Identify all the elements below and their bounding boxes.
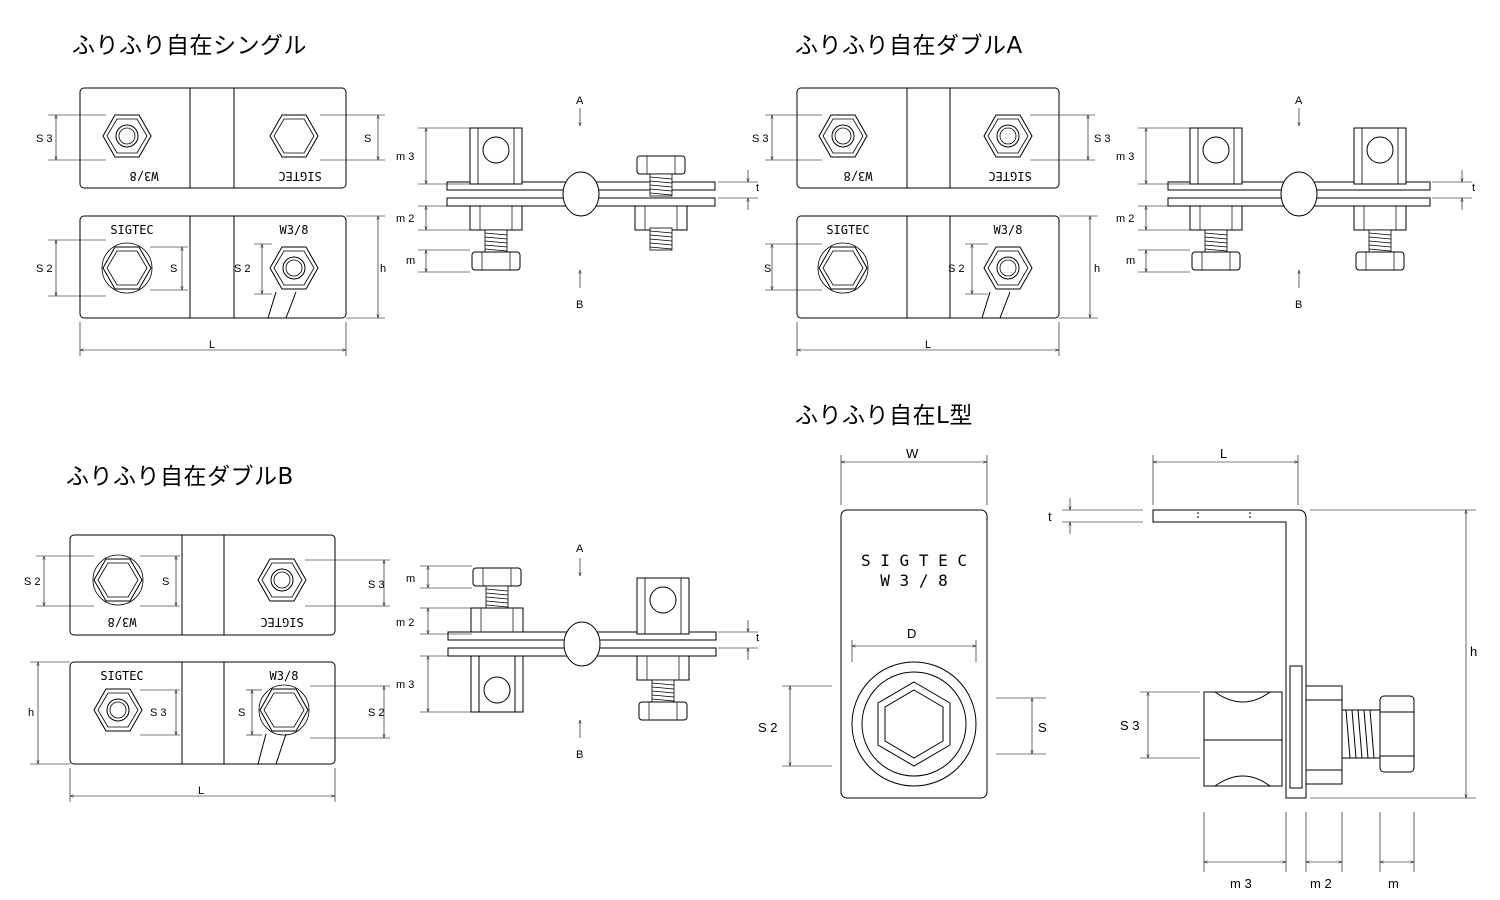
dim-a: A bbox=[1295, 95, 1303, 107]
title-l-type: ふりふり自在L型 bbox=[795, 403, 973, 429]
l-type-front-view bbox=[840, 509, 988, 799]
dim-s2: S 2 bbox=[234, 263, 251, 275]
dim-s3: S 3 bbox=[150, 707, 167, 719]
dim-m2: m 2 bbox=[1310, 876, 1332, 891]
dim-s: S bbox=[238, 707, 245, 719]
dim-h: h bbox=[28, 707, 34, 719]
dim-l: L bbox=[198, 785, 204, 797]
dim-w: W bbox=[906, 446, 919, 461]
dim-s2: S 2 bbox=[758, 720, 778, 735]
dim-m3: m 3 bbox=[1116, 151, 1134, 163]
dim-l: L bbox=[209, 339, 215, 351]
double-b-top-sigtec: SIGTEC bbox=[260, 615, 303, 629]
l-type-side-view bbox=[1152, 509, 1415, 799]
single-bottom-plate bbox=[79, 215, 347, 319]
double-b-bottom-plate bbox=[69, 661, 336, 765]
single-top-w38: W3/8 bbox=[130, 169, 159, 183]
dim-s: S bbox=[1038, 720, 1047, 735]
dim-s3: S 3 bbox=[752, 133, 769, 145]
dim-h: h bbox=[380, 263, 386, 275]
dim-a: A bbox=[576, 543, 584, 555]
dim-m: m bbox=[406, 255, 415, 267]
double-a-top-w38: W3/8 bbox=[844, 169, 873, 183]
double-a-top-plate bbox=[796, 87, 1060, 189]
dim-a: A bbox=[576, 95, 584, 107]
dim-s: S bbox=[364, 133, 371, 145]
l-type-sigtec: S I G T E C bbox=[861, 551, 967, 570]
dim-h: h bbox=[1470, 644, 1477, 659]
dim-t: t bbox=[1472, 182, 1475, 194]
dim-t: t bbox=[756, 632, 759, 644]
double-a-side-view bbox=[1167, 127, 1431, 271]
dim-s3: S 3 bbox=[1120, 718, 1140, 733]
dim-s3: S 3 bbox=[1094, 133, 1111, 145]
title-double-a: ふりふり自在ダブルA bbox=[795, 33, 1023, 59]
dim-s2: S 2 bbox=[24, 576, 41, 588]
dim-m2: m 2 bbox=[396, 617, 414, 629]
double-b-top-plate bbox=[69, 534, 336, 636]
dim-m: m bbox=[406, 573, 415, 585]
dim-s3: S 3 bbox=[36, 133, 53, 145]
dim-l: L bbox=[925, 339, 931, 351]
dim-m: m bbox=[1388, 876, 1399, 891]
single-top-sigtec: SIGTEC bbox=[278, 169, 321, 183]
dim-m2: m 2 bbox=[1116, 213, 1134, 225]
double-a-bottom-plate bbox=[796, 215, 1060, 319]
dim-s: S bbox=[162, 576, 169, 588]
dim-b: B bbox=[576, 299, 583, 311]
dim-s: S bbox=[764, 263, 771, 275]
dim-l: L bbox=[1220, 446, 1227, 461]
dim-s: S bbox=[170, 263, 177, 275]
double-a-bottom-w38: W3/8 bbox=[994, 223, 1023, 237]
l-type-w38: W 3 / 8 bbox=[880, 571, 947, 590]
double-a-bottom-sigtec: SIGTEC bbox=[826, 223, 869, 237]
dim-d: D bbox=[907, 626, 916, 641]
dim-m3: m 3 bbox=[1230, 876, 1252, 891]
double-b-bottom-w38: W3/8 bbox=[270, 669, 299, 683]
dim-s2: S 2 bbox=[368, 707, 385, 719]
dim-s2: S 2 bbox=[948, 263, 965, 275]
dim-b: B bbox=[1295, 299, 1302, 311]
double-b-top-w38: W3/8 bbox=[108, 615, 137, 629]
dim-s2: S 2 bbox=[36, 263, 53, 275]
dim-s3: S 3 bbox=[368, 579, 385, 591]
dim-h: h bbox=[1094, 263, 1100, 275]
double-b-side-view bbox=[447, 567, 717, 721]
dim-m: m bbox=[1126, 255, 1135, 267]
dim-t: t bbox=[756, 182, 759, 194]
single-bottom-sigtec: SIGTEC bbox=[110, 223, 153, 237]
dim-m3: m 3 bbox=[396, 151, 414, 163]
dim-t: t bbox=[1048, 509, 1052, 524]
dim-m3: m 3 bbox=[396, 679, 414, 691]
dim-m2: m 2 bbox=[396, 213, 414, 225]
double-b-bottom-sigtec: SIGTEC bbox=[100, 669, 143, 683]
title-single: ふりふり自在シングル bbox=[72, 33, 307, 59]
double-a-top-sigtec: SIGTEC bbox=[988, 169, 1031, 183]
dim-b: B bbox=[576, 749, 583, 761]
title-double-b: ふりふり自在ダブルB bbox=[66, 464, 294, 490]
single-side-view bbox=[446, 127, 716, 271]
single-bottom-w38: W3/8 bbox=[280, 223, 309, 237]
single-top-plate bbox=[79, 87, 347, 189]
